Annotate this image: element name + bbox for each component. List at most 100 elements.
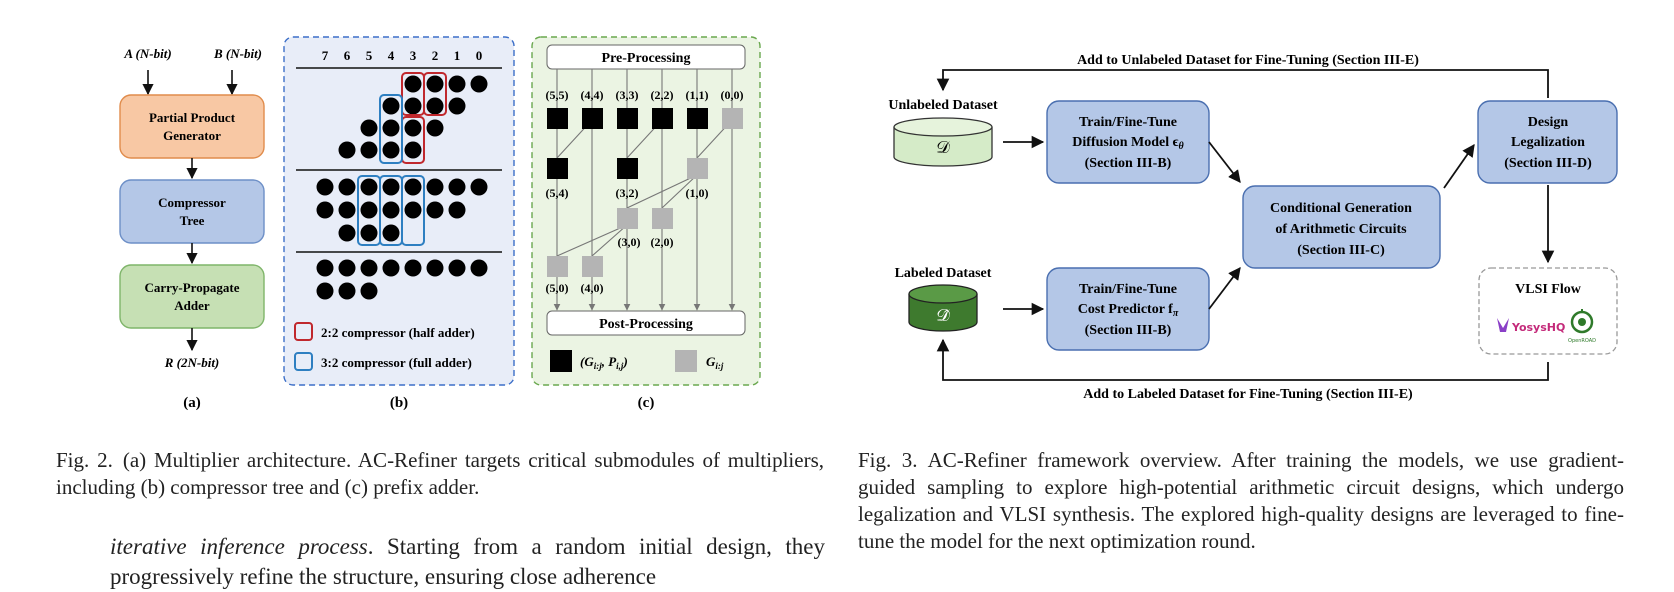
svg-text:Train/Fine-Tune: Train/Fine-Tune [1079, 282, 1177, 297]
partial-product-dot [404, 178, 422, 196]
ct-line1: Compressor [158, 195, 226, 210]
column-label-3: 3 [410, 48, 417, 63]
fig3-caption-label: Fig. 3. [858, 448, 918, 472]
fig2-panel-c: Pre-Processing [531, 36, 761, 411]
partial-product-dot [382, 224, 400, 242]
partial-product-dot [426, 259, 444, 277]
svg-text:(5,0): (5,0) [546, 281, 569, 295]
node-3-0 [617, 208, 638, 229]
fig2-caption: Fig. 2.(a) Multiplier architecture. AC-R… [56, 447, 824, 501]
partial-product-dot [338, 282, 356, 300]
partial-product-dot [360, 282, 378, 300]
column-label-2: 2 [432, 48, 439, 63]
fig2-panel-a: A (N-bit) B (N-bit) Partial Product Gene… [119, 46, 265, 411]
svg-text:(Section III-C): (Section III-C) [1297, 243, 1385, 258]
svg-text:Legalization: Legalization [1511, 135, 1585, 150]
partial-product-dot [360, 259, 378, 277]
svg-text:(3,2): (3,2) [616, 186, 639, 200]
partial-product-dot [448, 201, 466, 219]
node-labels: (5,5) (4,4) (3,3) (2,2) (1,1) (0,0) (5,4… [546, 88, 744, 295]
partial-product-generator-box [119, 94, 265, 159]
node-5-5 [547, 108, 568, 129]
pre-processing-label: Pre-Processing [602, 51, 691, 66]
node-3-2 [617, 158, 638, 179]
svg-text:(2,0): (2,0) [651, 235, 674, 249]
partial-product-dot [470, 259, 488, 277]
partial-product-dot [448, 75, 466, 93]
partial-product-dot [382, 259, 400, 277]
partial-product-dots [316, 75, 488, 300]
body-italic: iterative inference process [110, 534, 368, 559]
labeled-dataset-cylinder [908, 284, 978, 332]
fig2-caption-label: Fig. 2. [56, 448, 113, 472]
svg-text:Design: Design [1528, 115, 1569, 130]
svg-text:(0,0): (0,0) [721, 88, 744, 102]
compressor-tree-box [119, 179, 265, 244]
cpa-line1: Carry-Propagate [144, 280, 239, 295]
svg-text:Train/Fine-Tune: Train/Fine-Tune [1079, 115, 1177, 130]
svg-text:(4,0): (4,0) [581, 281, 604, 295]
body-paragraph: iterative inference process. Starting fr… [110, 532, 825, 592]
partial-product-dot [360, 201, 378, 219]
panel-a-label: (a) [183, 395, 201, 411]
panel-b-label: (b) [390, 395, 408, 411]
partial-product-dot [316, 201, 334, 219]
partial-product-dot [404, 201, 422, 219]
partial-product-dot [316, 259, 334, 277]
partial-product-dot [426, 97, 444, 115]
svg-text:(1,1): (1,1) [686, 88, 709, 102]
legend-full-adder-swatch [294, 352, 313, 371]
legend-gray-label: Gi:j [706, 354, 724, 371]
partial-product-dot [360, 119, 378, 137]
pre-processing-box [546, 44, 746, 70]
svg-text:(3,0): (3,0) [618, 235, 641, 249]
column-label-4: 4 [388, 48, 395, 63]
partial-product-dot [448, 97, 466, 115]
column-label-6: 6 [344, 48, 351, 63]
compressor-highlights [357, 72, 447, 246]
post-processing-label: Post-Processing [599, 317, 693, 332]
input-b-label: B (N-bit) [213, 46, 262, 61]
partial-product-dot [382, 119, 400, 137]
partial-product-dot [404, 75, 422, 93]
yosyshq-logo: YosysHQ [1497, 318, 1565, 334]
node-5-0 [547, 256, 568, 277]
unlabeled-dataset-symbol: 𝒟 [936, 138, 950, 157]
partial-product-dot [404, 119, 422, 137]
partial-product-dot [448, 178, 466, 196]
ct-line2: Tree [180, 213, 205, 228]
fig3-caption: Fig. 3.AC-Refiner framework overview. Af… [858, 447, 1624, 555]
partial-product-dot [426, 178, 444, 196]
partial-product-dot [426, 119, 444, 137]
conditional-generation-box [1242, 185, 1441, 269]
vlsi-flow-box [1478, 267, 1618, 355]
partial-product-dot [426, 201, 444, 219]
partial-product-dot [338, 259, 356, 277]
partial-product-dot [382, 178, 400, 196]
partial-product-dot [426, 75, 444, 93]
svg-text:(4,4): (4,4) [581, 88, 604, 102]
partial-product-dot [470, 178, 488, 196]
svg-text:of Arithmetic Circuits: of Arithmetic Circuits [1275, 222, 1407, 237]
partial-product-dot [382, 201, 400, 219]
partial-product-dot [404, 141, 422, 159]
top-feedback-label: Add to Unlabeled Dataset for Fine-Tuning… [1077, 53, 1419, 68]
column-label-7: 7 [322, 48, 329, 63]
svg-text:(3,3): (3,3) [616, 88, 639, 102]
node-5-4 [547, 158, 568, 179]
carry-propagate-adder-box [119, 264, 265, 329]
svg-text:Diffusion Model ϵθ: Diffusion Model ϵθ [1072, 135, 1184, 152]
node-2-2 [652, 108, 673, 129]
partial-product-dot [360, 178, 378, 196]
node-2-0 [652, 208, 673, 229]
legend-half-adder-swatch [294, 322, 313, 341]
svg-text:(Section III-D): (Section III-D) [1504, 156, 1592, 171]
fig3-caption-text: AC-Refiner framework overview. After tra… [858, 448, 1625, 553]
partial-product-dot [360, 141, 378, 159]
ppg-line1: Partial Product [149, 110, 236, 125]
legend-full-adder-label: 3:2 compressor (full adder) [321, 355, 472, 370]
legend-gray-swatch [675, 350, 697, 372]
partial-product-dot [382, 97, 400, 115]
openroad-logo: OpenROAD [1568, 309, 1596, 344]
